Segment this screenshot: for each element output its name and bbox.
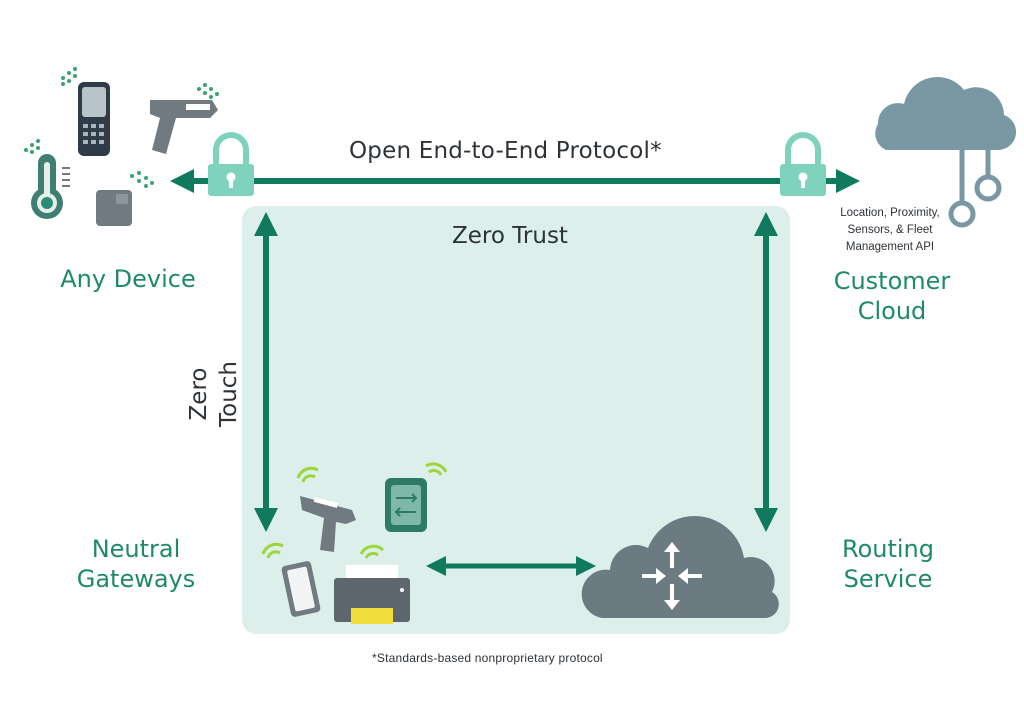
customer-cloud-line1: Customer bbox=[833, 267, 951, 295]
customer-cloud-label: Customer Cloud bbox=[812, 266, 972, 326]
gateway-printer-icon bbox=[334, 565, 410, 624]
routing-service-line2: Service bbox=[843, 565, 933, 593]
wifi-icon bbox=[261, 462, 448, 559]
left-lock-icon bbox=[208, 132, 254, 196]
api-note: Location, Proximity, Sensors, & Fleet Ma… bbox=[820, 205, 960, 256]
neutral-gateways-line2: Gateways bbox=[76, 565, 196, 593]
signal-dots-icon bbox=[24, 67, 219, 188]
neutral-gateways-label: Neutral Gateways bbox=[56, 534, 216, 594]
routing-service-label: Routing Service bbox=[808, 534, 968, 594]
gateway-phone-icon bbox=[281, 561, 321, 617]
gateway-handheld-icon bbox=[385, 478, 427, 532]
right-lock-icon bbox=[780, 132, 826, 196]
zero-touch-label: Zero Touch bbox=[186, 361, 242, 428]
routing-cloud-icon bbox=[581, 516, 779, 619]
api-note-line1: Location, Proximity, bbox=[840, 207, 940, 219]
thermometer-icon bbox=[31, 154, 70, 219]
handheld-scanner-icon bbox=[78, 82, 110, 156]
api-note-line3: Management API bbox=[845, 241, 935, 253]
api-note-line2: Sensors, & Fleet bbox=[847, 224, 933, 236]
customer-cloud-line2: Cloud bbox=[857, 297, 927, 325]
any-device-label: Any Device bbox=[60, 265, 196, 293]
barcode-gun-icon bbox=[150, 100, 218, 154]
neutral-gateways-line1: Neutral bbox=[91, 535, 181, 563]
zero-trust-label: Zero Trust bbox=[452, 223, 568, 249]
sensor-tag-icon bbox=[96, 190, 132, 226]
gateway-barcode-gun-icon bbox=[300, 496, 356, 552]
customer-cloud-icon bbox=[875, 77, 1017, 228]
routing-service-line1: Routing bbox=[841, 535, 934, 563]
top-protocol-label: Open End-to-End Protocol* bbox=[349, 138, 662, 164]
footnote: *Standards-based nonproprietary protocol bbox=[372, 651, 603, 665]
